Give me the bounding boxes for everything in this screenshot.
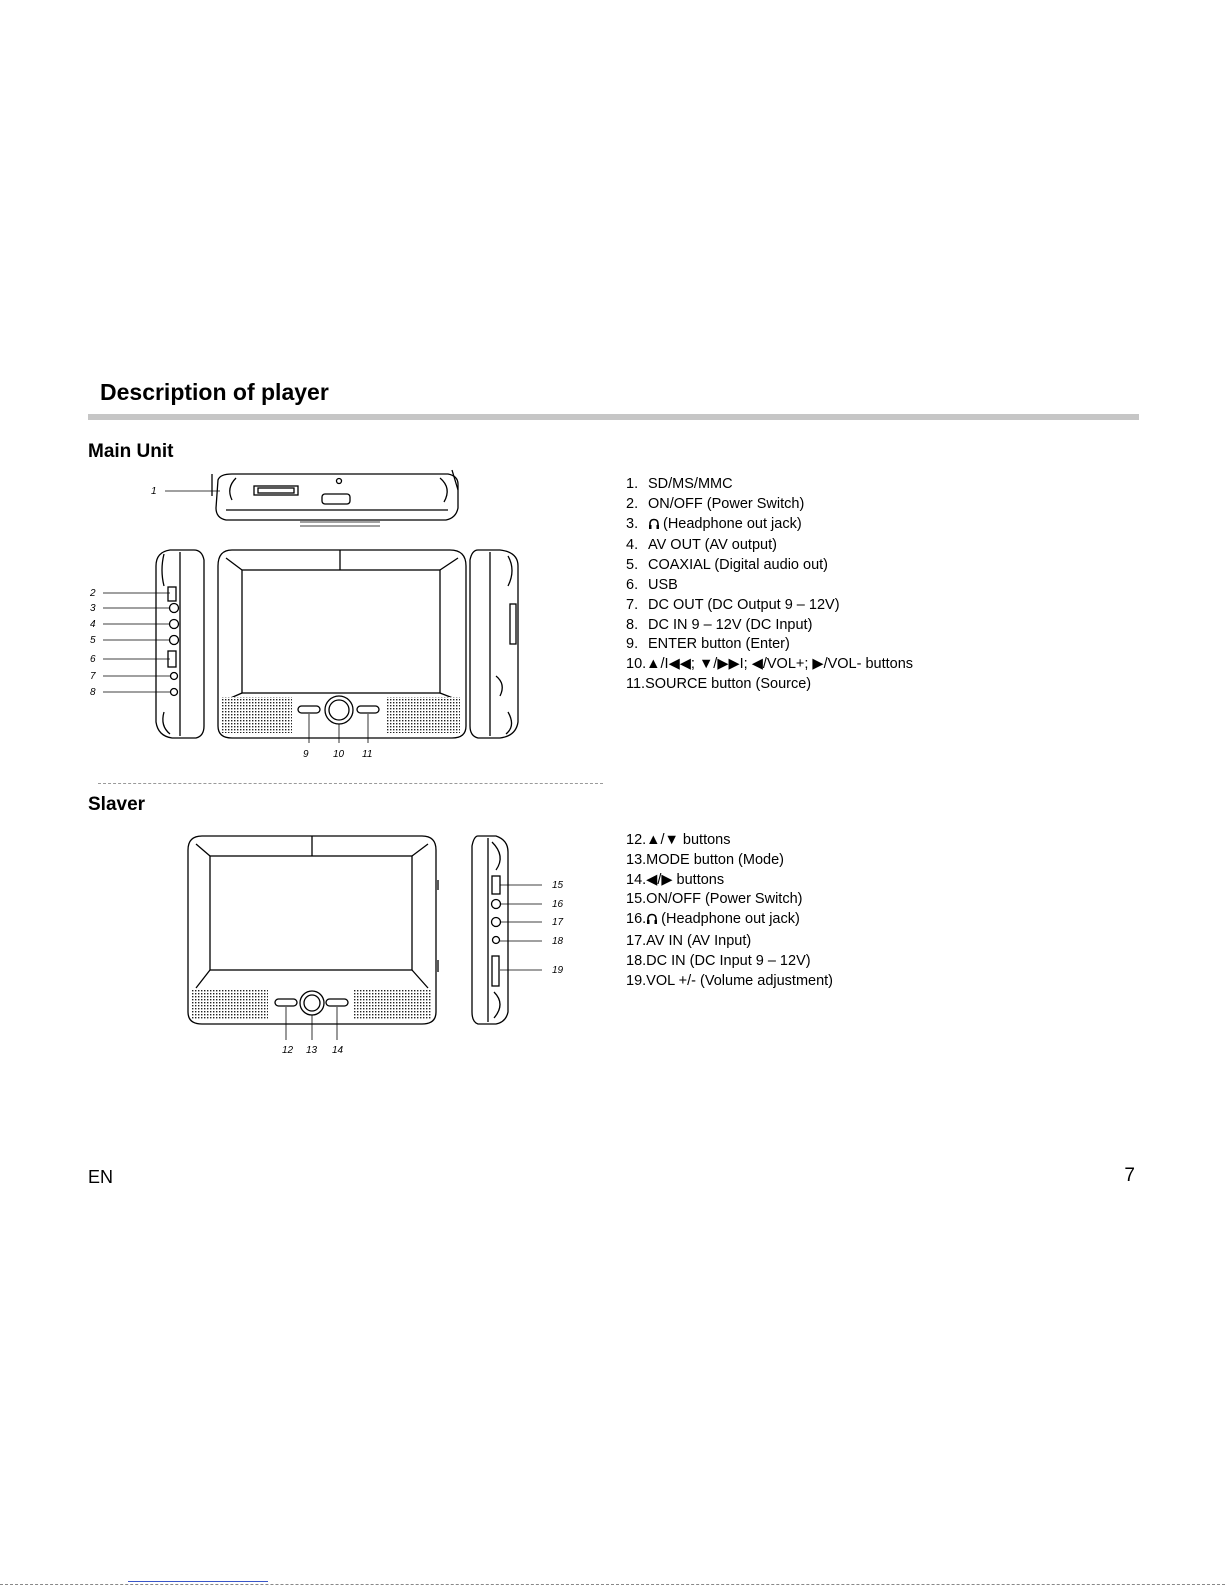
slaver-right-speaker-grille xyxy=(354,990,432,1020)
section-divider xyxy=(98,783,603,784)
list-item: 4.AV OUT (AV output) xyxy=(626,537,777,554)
callout-2: 2 xyxy=(89,588,96,599)
slaver-leader-lines xyxy=(285,884,542,1040)
list-item: 14.◀/▶ buttons xyxy=(626,871,725,888)
list-item: 3.(Headphone out jack) xyxy=(626,515,913,537)
callout-5: 5 xyxy=(90,635,96,646)
page-number: 7 xyxy=(1124,1165,1135,1186)
list-item: 16.(Headphone out jack) xyxy=(626,910,833,932)
list-item: 19.VOL +/- (Volume adjustment) xyxy=(626,972,834,989)
main-unit-heading: Main Unit xyxy=(88,441,174,462)
callout-13: 13 xyxy=(306,1045,318,1056)
list-item: 17.AV IN (AV Input) xyxy=(626,932,752,949)
main-unit-right-side-view xyxy=(469,549,519,739)
list-item: 10.▲/I◀◀; ▼/▶▶I; ◀/VOL+; ▶/VOL- buttons xyxy=(626,656,914,673)
list-item: 12.▲/▼ buttons xyxy=(626,832,731,848)
list-item: 11.SOURCE button (Source) xyxy=(626,675,812,692)
slaver-side-view xyxy=(471,835,509,1025)
callout-7: 7 xyxy=(90,671,96,682)
slaver-left-speaker-grille xyxy=(192,990,268,1020)
slaver-diagram: 12 13 14 15 16 17 18 19 xyxy=(187,835,564,1056)
list-item: 9.ENTER button (Enter) xyxy=(626,636,790,653)
slaver-front-view xyxy=(187,835,439,1025)
list-item: 7.DC OUT (DC Output 9 – 12V) xyxy=(626,596,840,613)
list-item: 13.MODE button (Mode) xyxy=(626,851,784,868)
callout-11: 11 xyxy=(362,749,372,760)
list-item: 6.USB xyxy=(626,576,678,593)
list-item: 1.SD/MS/MMC xyxy=(626,476,733,492)
headphone-icon xyxy=(646,912,658,932)
main-unit-leader-lines xyxy=(103,490,369,743)
list-item: 15.ON/OFF (Power Switch) xyxy=(626,891,803,908)
callout-4: 4 xyxy=(90,619,96,630)
list-item: 5.COAXIAL (Digital audio out) xyxy=(626,557,828,574)
callout-8: 8 xyxy=(90,687,96,698)
callout-9: 9 xyxy=(303,749,309,760)
slaver-legend: 12.▲/▼ buttons 13.MODE button (Mode) 14.… xyxy=(626,831,833,991)
main-unit-legend: 1.SD/MS/MMC 2.ON/OFF (Power Switch) 3.(H… xyxy=(626,475,913,695)
callout-10: 10 xyxy=(333,749,345,760)
bottom-selection-bar xyxy=(128,1581,268,1582)
title-rule xyxy=(88,414,1139,420)
main-unit-diagram: 1 2 3 4 5 6 7 8 9 10 11 xyxy=(89,469,519,760)
callout-15: 15 xyxy=(552,880,564,891)
right-speaker-grille xyxy=(386,697,460,733)
callout-14: 14 xyxy=(332,1045,344,1056)
footer-language: EN xyxy=(88,1167,114,1187)
callout-16: 16 xyxy=(552,899,564,910)
list-item: 8.DC IN 9 – 12V (DC Input) xyxy=(626,616,813,633)
main-unit-top-view xyxy=(211,469,459,527)
callout-1: 1 xyxy=(151,486,157,497)
callout-17: 17 xyxy=(552,917,564,928)
callout-12: 12 xyxy=(282,1045,294,1056)
list-item: 18.DC IN (DC Input 9 – 12V) xyxy=(626,952,811,969)
left-speaker-grille xyxy=(222,697,292,733)
callout-6: 6 xyxy=(90,654,96,665)
page-title: Description of player xyxy=(100,379,329,405)
callout-3: 3 xyxy=(90,603,96,614)
main-unit-left-side-view xyxy=(155,549,205,739)
main-unit-front-view xyxy=(217,549,467,739)
headphone-icon xyxy=(648,517,660,537)
slaver-heading: Slaver xyxy=(88,794,146,815)
callout-18: 18 xyxy=(552,936,564,947)
list-item: 2.ON/OFF (Power Switch) xyxy=(626,495,805,512)
callout-19: 19 xyxy=(552,965,564,976)
